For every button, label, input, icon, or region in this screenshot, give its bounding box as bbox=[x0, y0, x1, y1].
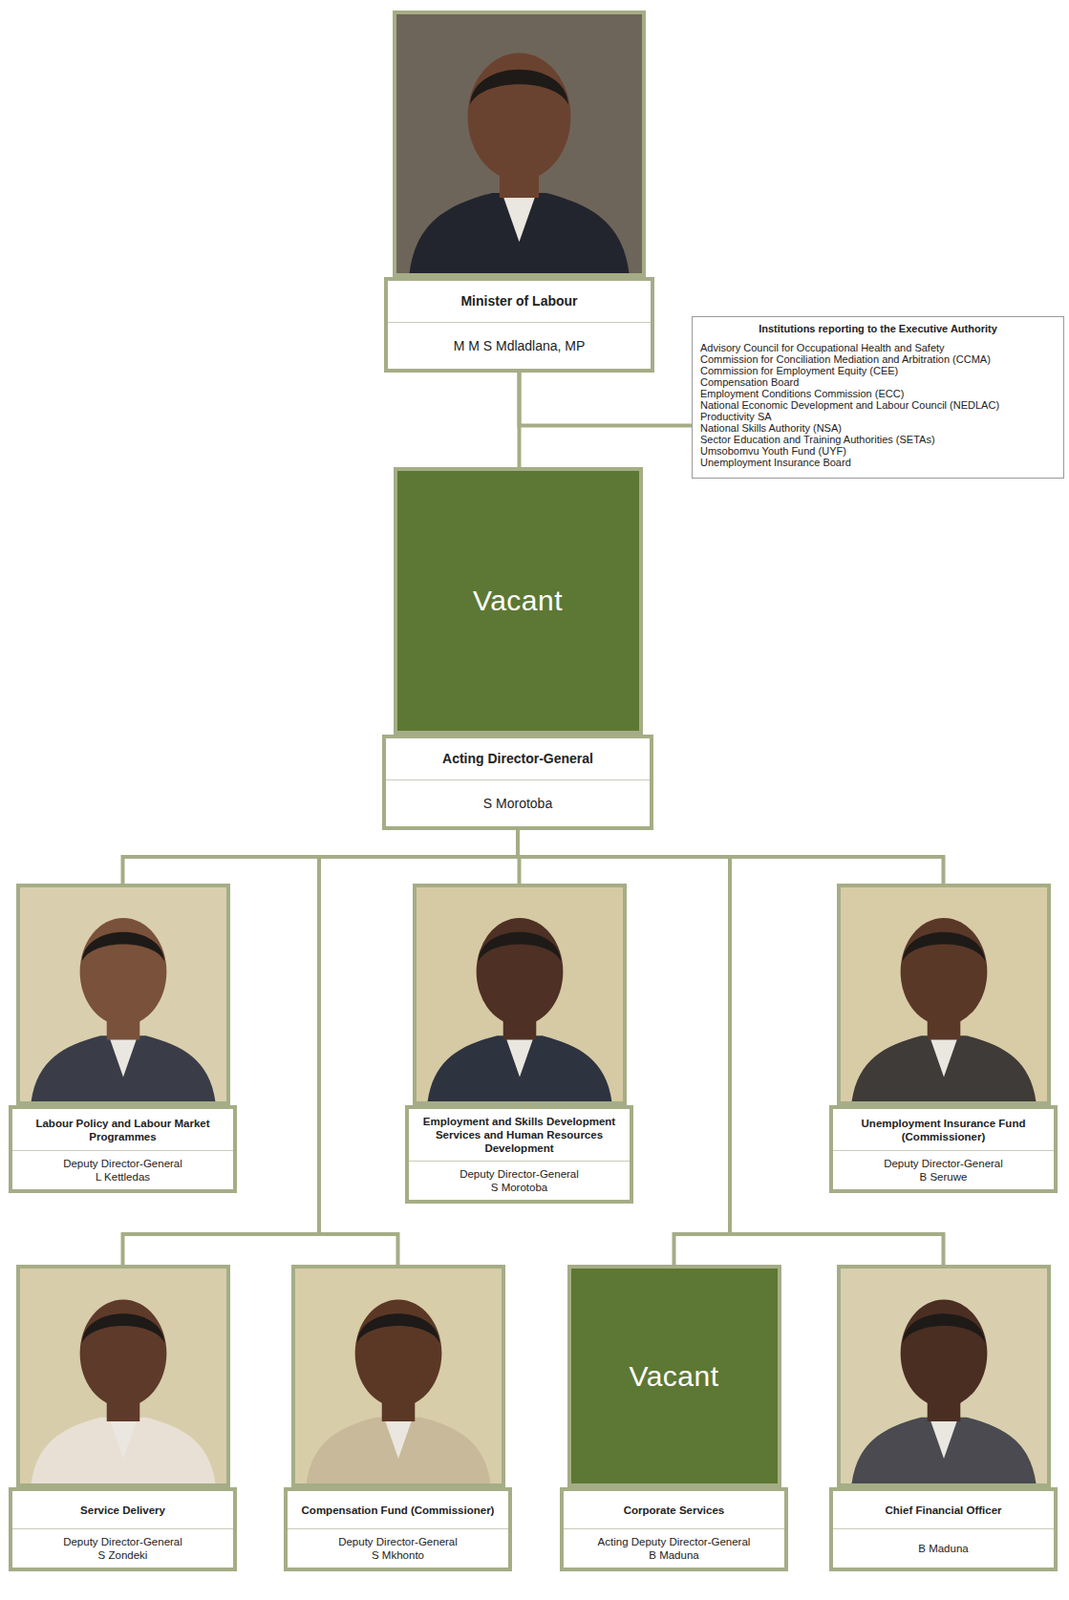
position-title-cell: Labour Policy and Labour Market Programm… bbox=[12, 1109, 234, 1152]
photo-frame bbox=[836, 883, 1051, 1106]
position-title: Labour Policy and Labour Market Programm… bbox=[20, 1116, 226, 1144]
photo-frame bbox=[16, 883, 231, 1106]
position-node: Labour Policy and Labour Market Programm… bbox=[8, 883, 237, 1194]
vacant-panel: Vacant bbox=[393, 467, 643, 735]
org-connector bbox=[519, 372, 693, 427]
holder-name: M M S Mdladlana, MP bbox=[395, 337, 643, 355]
rank-text: Deputy Director-General bbox=[20, 1535, 226, 1549]
holder-name: B Maduna bbox=[571, 1548, 777, 1562]
holder-cell: Acting Deputy Director-GeneralB Maduna bbox=[563, 1529, 785, 1568]
title-box: Compensation Fund (Commissioner) Deputy D… bbox=[283, 1487, 513, 1572]
holder-cell: Deputy Director-GeneralS Zondeki bbox=[12, 1529, 234, 1568]
position-node: Chief Financial Officer B Maduna bbox=[829, 1264, 1058, 1572]
holder-cell: M M S Mdladlana, MP bbox=[387, 322, 651, 369]
box-heading: Institutions reporting to the Executive … bbox=[700, 322, 1056, 335]
position-node: VacantCorporate ServicesActing Deputy Di… bbox=[559, 1264, 789, 1572]
portrait-photo bbox=[295, 1268, 502, 1484]
position-title: Chief Financial Officer bbox=[884, 1503, 1002, 1518]
position-node: VacantActing Director-General S Morotoba bbox=[382, 467, 654, 831]
holder-name: B Maduna bbox=[840, 1541, 1047, 1556]
position-title-cell: Employment and Skills Development Servic… bbox=[408, 1109, 630, 1162]
holder-cell: Deputy Director-GeneralS Morotoba bbox=[408, 1161, 630, 1200]
rank-text: Deputy Director-General bbox=[295, 1535, 501, 1549]
position-node: Compensation Fund (Commissioner) Deputy D… bbox=[283, 1264, 513, 1572]
portrait-photo bbox=[840, 887, 1048, 1102]
position-title-cell: Acting Director-General bbox=[385, 738, 650, 781]
rank-text: Deputy Director-General bbox=[20, 1156, 226, 1171]
title-box: Acting Director-General S Morotoba bbox=[382, 734, 654, 831]
institution-name: Unemployment Insurance Board bbox=[700, 456, 1056, 469]
position-title: Corporate Services bbox=[623, 1503, 725, 1518]
institution-name: Compensation Board bbox=[700, 376, 1056, 388]
holder-name: S Morotoba bbox=[416, 1180, 622, 1195]
rank-text: Deputy Director-General bbox=[840, 1156, 1047, 1171]
institution-name: Sector Education and Training Authoritie… bbox=[700, 433, 1056, 446]
position-title-cell: Chief Financial Officer bbox=[833, 1491, 1054, 1530]
institution-name: Productivity SA bbox=[700, 410, 1056, 423]
position-node: Service DeliveryDeputy Director-GeneralS… bbox=[8, 1264, 237, 1572]
rank-text: Acting Deputy Director-General bbox=[571, 1535, 777, 1549]
title-box: Service DeliveryDeputy Director-GeneralS… bbox=[8, 1487, 237, 1572]
holder-cell: Deputy Director-GeneralL Kettledas bbox=[12, 1151, 234, 1190]
portrait-photo bbox=[20, 1268, 227, 1484]
rank-text: Deputy Director-General bbox=[416, 1167, 622, 1181]
portrait-photo bbox=[396, 14, 642, 274]
position-title-cell: Unemployment Insurance Fund (Commissione… bbox=[833, 1109, 1054, 1152]
title-box: Corporate ServicesActing Deputy Director… bbox=[559, 1487, 789, 1572]
holder-name: B Seruwe bbox=[840, 1170, 1047, 1184]
position-node: Minister of Labour M M S Mdladlana, MP bbox=[384, 10, 655, 373]
holder-name: S Morotoba bbox=[393, 794, 642, 813]
portrait-photo bbox=[416, 887, 623, 1102]
title-box: Minister of Labour M M S Mdladlana, MP bbox=[384, 277, 655, 373]
holder-cell: S Morotoba bbox=[385, 780, 650, 827]
institutions-box: Institutions reporting to the Executive … bbox=[691, 316, 1065, 479]
photo-frame bbox=[392, 10, 646, 278]
portrait-photo bbox=[20, 887, 227, 1102]
holder-name: S Mkhonto bbox=[295, 1548, 501, 1562]
institution-name: Umsobomvu Youth Fund (UYF) bbox=[700, 445, 1056, 457]
position-title: Service Delivery bbox=[80, 1503, 166, 1518]
position-node: Unemployment Insurance Fund (Commissione… bbox=[829, 883, 1058, 1194]
institution-name: Commission for Conciliation Mediation an… bbox=[700, 353, 1056, 365]
position-title-cell: Compensation Fund (Commissioner) bbox=[287, 1491, 509, 1530]
vacant-panel: Vacant bbox=[567, 1264, 782, 1488]
position-title: Unemployment Insurance Fund (Commissione… bbox=[840, 1116, 1047, 1144]
vacant-label: Vacant bbox=[472, 584, 563, 618]
title-box: Employment and Skills Development Servic… bbox=[405, 1105, 634, 1204]
position-title: Compensation Fund (Commissioner) bbox=[301, 1503, 495, 1518]
position-title-cell: Corporate Services bbox=[563, 1491, 785, 1530]
position-node: Employment and Skills Development Servic… bbox=[405, 883, 634, 1204]
institution-name: National Economic Development and Labour… bbox=[700, 399, 1056, 411]
position-title: Acting Director-General bbox=[442, 750, 594, 768]
portrait-photo bbox=[840, 1268, 1048, 1484]
position-title: Minister of Labour bbox=[460, 293, 578, 310]
title-box: Unemployment Insurance Fund (Commissione… bbox=[829, 1105, 1058, 1194]
holder-cell: B Maduna bbox=[833, 1529, 1054, 1568]
title-box: Labour Policy and Labour Market Programm… bbox=[8, 1105, 237, 1194]
position-title-cell: Service Delivery bbox=[12, 1491, 234, 1530]
holder-name: L Kettledas bbox=[20, 1170, 226, 1184]
vacant-label: Vacant bbox=[628, 1360, 719, 1393]
holder-cell: Deputy Director-GeneralS Mkhonto bbox=[287, 1529, 509, 1568]
holder-cell: Deputy Director-GeneralB Seruwe bbox=[833, 1151, 1054, 1190]
institution-name: Employment Conditions Commission (ECC) bbox=[700, 387, 1056, 400]
institution-name: National Skills Authority (NSA) bbox=[700, 422, 1056, 434]
position-title-cell: Minister of Labour bbox=[387, 280, 651, 323]
photo-frame bbox=[16, 1264, 231, 1488]
org-connector bbox=[517, 372, 522, 468]
position-title: Employment and Skills Development Servic… bbox=[416, 1114, 622, 1155]
institution-name: Commission for Employment Equity (CEE) bbox=[700, 364, 1056, 377]
title-box: Chief Financial Officer B Maduna bbox=[829, 1487, 1058, 1572]
institution-name: Advisory Council for Occupational Health… bbox=[700, 342, 1056, 354]
holder-name: S Zondeki bbox=[20, 1548, 226, 1562]
photo-frame bbox=[836, 1264, 1051, 1488]
photo-frame bbox=[412, 883, 627, 1106]
photo-frame bbox=[291, 1264, 506, 1488]
